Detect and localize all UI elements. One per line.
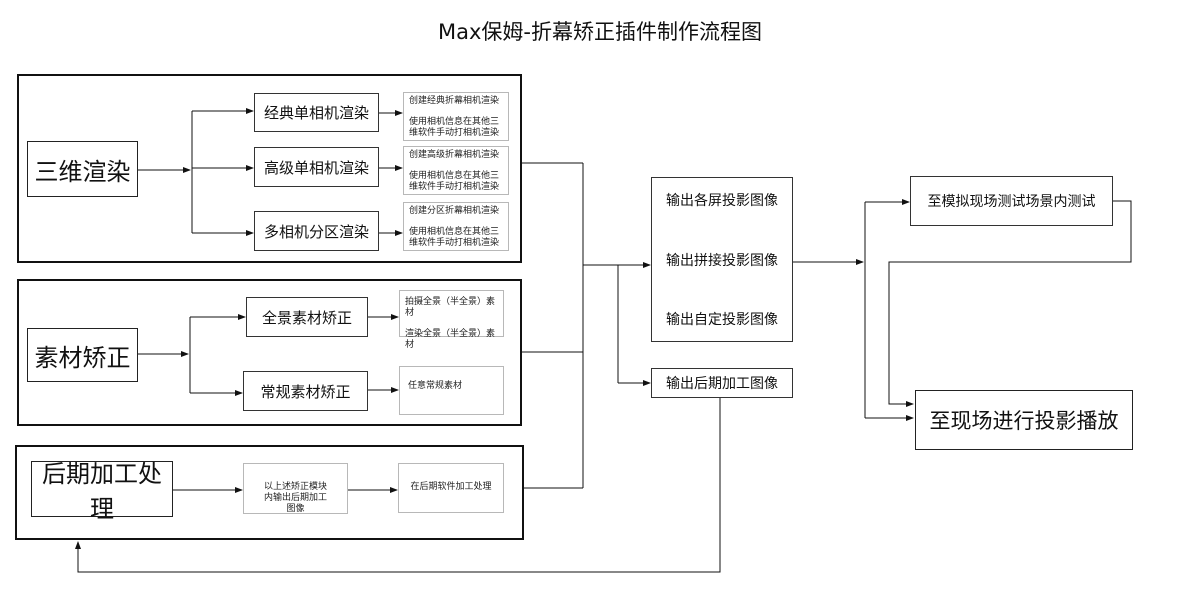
post-step-2: 在后期软件加工处理 — [398, 463, 504, 513]
output-stitched: 输出拼接投影图像 — [666, 252, 778, 269]
classic-render-note: 创建经典折幕相机渲染 使用相机信息在其他三维软件手动打相机渲染 — [403, 92, 509, 141]
output-custom: 输出自定投影图像 — [666, 312, 778, 328]
regular-note: 任意常规素材 — [399, 366, 504, 415]
panorama-correction-box: 全景素材矫正 — [246, 297, 368, 337]
regular-correction-box: 常规素材矫正 — [243, 371, 368, 411]
projection-play-box: 至现场进行投影播放 — [915, 390, 1133, 450]
zone-render-note: 创建分区折幕相机渲染 使用相机信息在其他三维软件手动打相机渲染 — [403, 202, 509, 251]
advanced-single-camera-box: 高级单相机渲染 — [254, 147, 379, 187]
test-scene-box: 至模拟现场测试场景内测试 — [910, 176, 1113, 226]
panorama-note: 拍摄全景（半全景）素材 渲染全景（半全景）素材 — [399, 290, 504, 350]
page-title: Max保姆-折幕矫正插件制作流程图 — [438, 20, 762, 44]
multi-camera-zone-box: 多相机分区渲染 — [254, 211, 379, 251]
post-image-output-box: 输出后期加工图像 — [651, 368, 793, 398]
material-correction-box: 素材矫正 — [27, 328, 138, 382]
post-processing-box: 后期加工处理 — [31, 460, 173, 523]
projection-output-box: 输出各屏投影图像 输出拼接投影图像 输出自定投影图像 — [651, 177, 793, 342]
advanced-render-note: 创建高级折幕相机渲染 使用相机信息在其他三维软件手动打相机渲染 — [403, 146, 509, 195]
classic-single-camera-box: 经典单相机渲染 — [254, 93, 379, 132]
post-step-1: 以上述矫正模块内输出后期加工图像 — [243, 463, 348, 514]
output-each-screen: 输出各屏投影图像 — [666, 193, 778, 209]
render-3d-box: 三维渲染 — [27, 141, 138, 197]
